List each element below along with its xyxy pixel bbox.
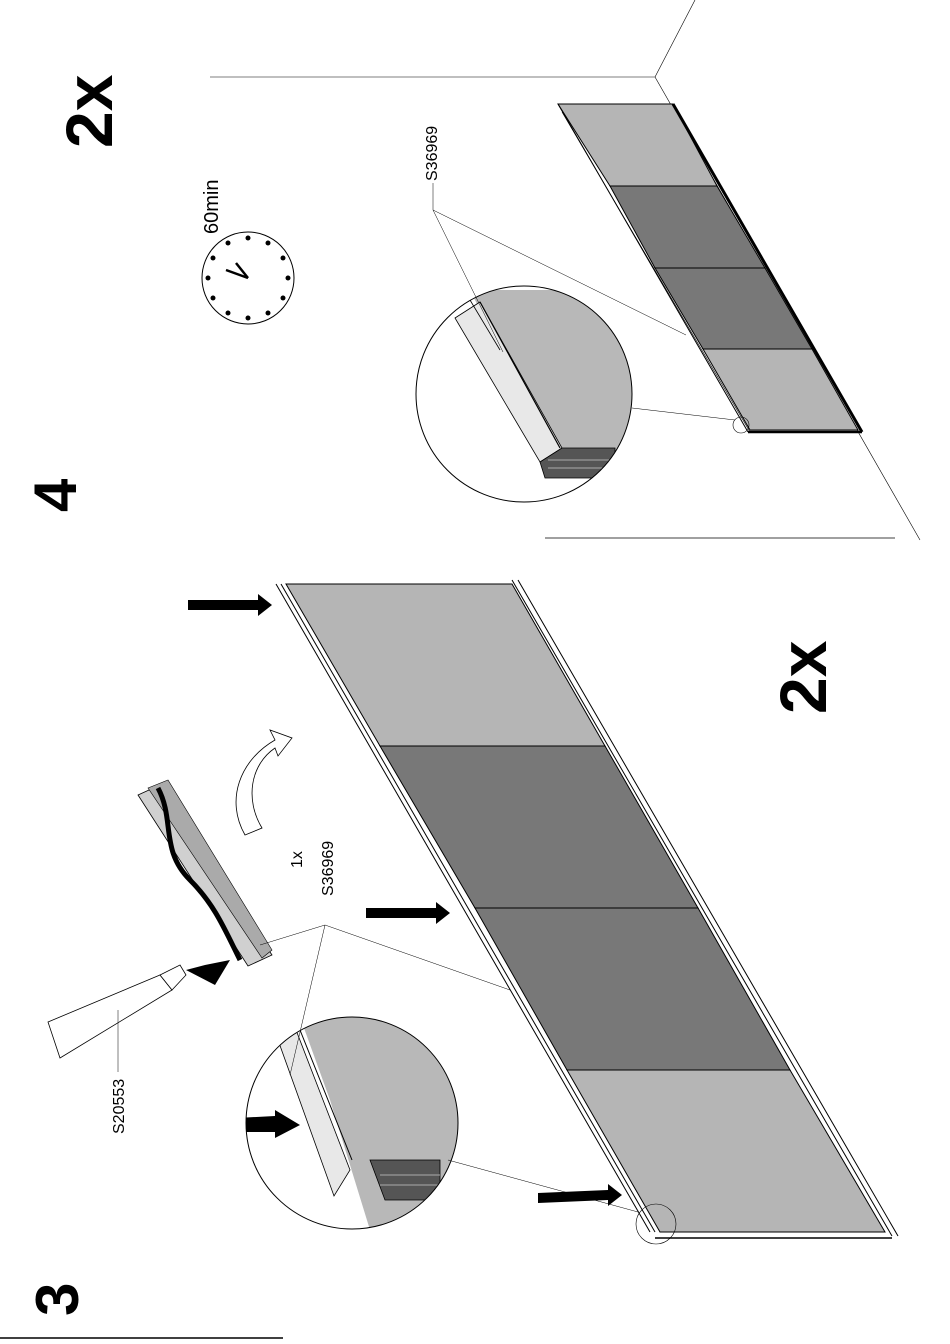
leader-line <box>260 925 325 945</box>
part-label-s20553: S20553 <box>111 1079 128 1134</box>
step-3: S20553 1x S36969 2x 3 <box>24 580 898 1316</box>
detail-magnifier <box>416 286 640 502</box>
step-4: S36969 60min 2x 4 <box>22 0 920 540</box>
push-arrow <box>366 902 450 924</box>
part-label-s36969: S36969 <box>320 841 337 896</box>
leader-line <box>632 408 735 420</box>
step-number: 3 <box>24 1283 91 1316</box>
leader-line <box>325 925 510 990</box>
push-arrow <box>538 1184 622 1206</box>
wall-line <box>655 0 695 77</box>
step-number: 4 <box>22 478 89 512</box>
step-quantity: 2x <box>766 640 840 714</box>
part-label-s36969: S36969 <box>424 126 441 181</box>
clock-icon <box>202 232 294 324</box>
glue-tube-icon <box>48 960 230 1058</box>
step-quantity: 2x <box>52 74 126 148</box>
detail-magnifier <box>196 1017 460 1230</box>
profile-count-label: 1x <box>289 851 306 868</box>
flip-arrow-icon <box>236 730 292 835</box>
push-arrow <box>188 594 272 616</box>
wait-time-label: 60min <box>201 180 223 234</box>
